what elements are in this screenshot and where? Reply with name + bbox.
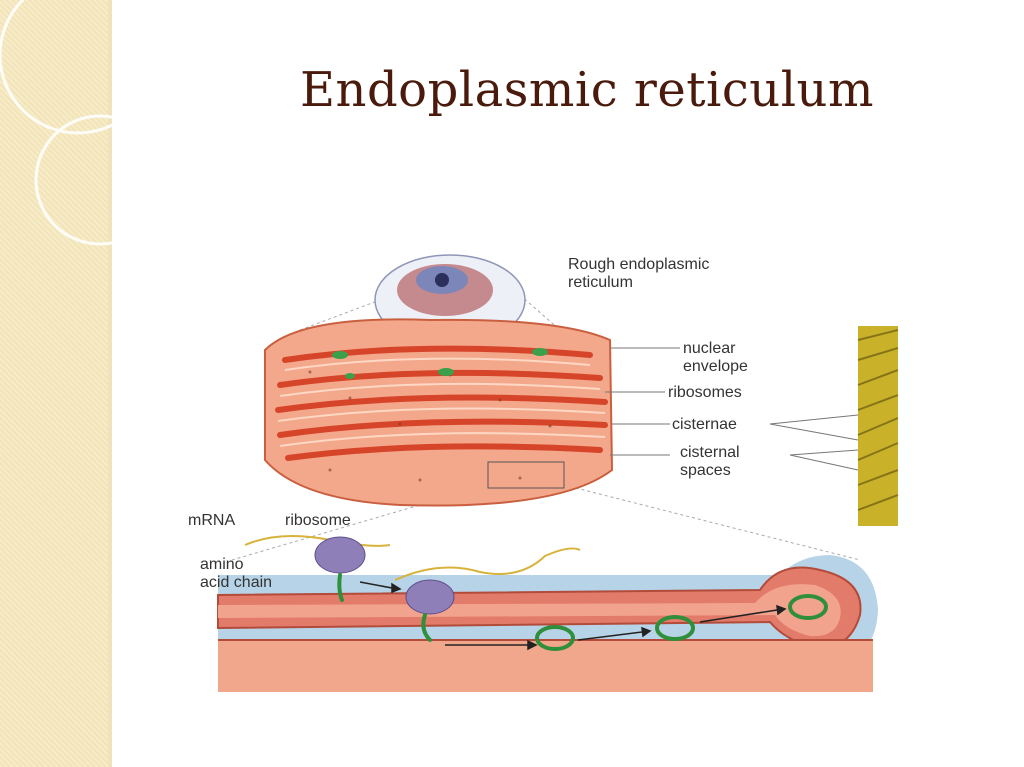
label-amino-acid-chain: amino acid chain <box>200 556 272 592</box>
label-cisternal-spaces-line1: cisternal <box>680 444 740 461</box>
protein-icon <box>337 573 828 651</box>
sidebar-circle-ornament-icon <box>0 0 166 246</box>
label-nuclear-envelope: nuclear envelope <box>683 340 748 376</box>
label-rough-er-line1: Rough endoplasmic <box>568 256 710 273</box>
label-amino-acid-chain-line2: acid chain <box>200 574 273 591</box>
sidebar-edge <box>108 0 112 767</box>
ribosome-icon <box>314 536 455 615</box>
mrna-strand <box>244 535 581 581</box>
er-lumen <box>217 555 878 692</box>
micrograph-inset <box>857 326 899 526</box>
label-cisternal-spaces: cisternal spaces <box>680 444 740 480</box>
arrow-icon <box>359 581 787 651</box>
label-rough-er: Rough endoplasmic reticulum <box>568 256 709 292</box>
label-cisternal-spaces-line2: spaces <box>680 462 731 479</box>
label-nuclear-envelope-line1: nuclear <box>683 340 736 357</box>
label-amino-acid-chain-line1: amino <box>200 556 244 573</box>
decorative-sidebar <box>0 0 112 767</box>
page-title: Endoplasmic reticulum <box>300 62 874 118</box>
label-rough-er-line2: reticulum <box>568 274 633 291</box>
label-ribosomes: ribosomes <box>668 384 742 401</box>
label-ribosome: ribosome <box>285 512 351 529</box>
label-cisternae: cisternae <box>672 416 737 433</box>
label-nuclear-envelope-line2: envelope <box>683 358 748 375</box>
label-mrna: mRNA <box>188 512 236 529</box>
rough-er-stacks <box>264 318 614 507</box>
